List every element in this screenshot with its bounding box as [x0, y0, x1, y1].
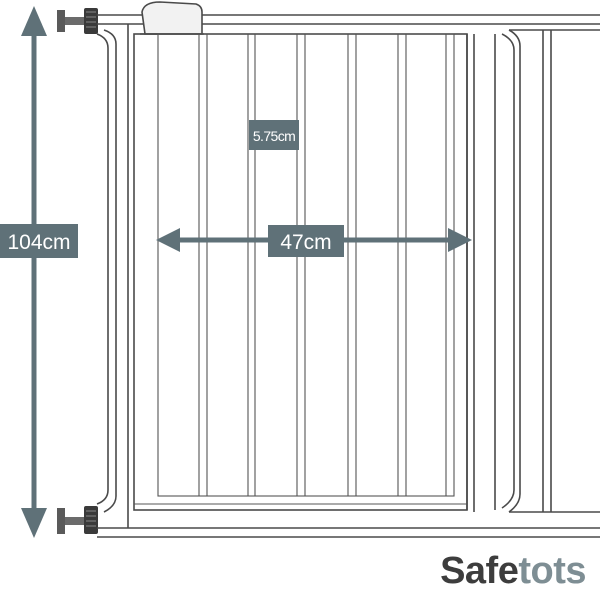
brand-logo-part2: tots [518, 550, 586, 592]
width-label-box [268, 225, 344, 257]
brand-logo-part1: Safe [440, 550, 519, 592]
gate-door [133, 33, 475, 512]
height-label: 104cm [7, 231, 70, 254]
gate-bars [198, 34, 447, 496]
height-dimension-arrow [21, 6, 47, 538]
bottom-pressure-spindle [57, 506, 98, 534]
brand-logo: Safetots [440, 552, 586, 590]
extension-panel [494, 29, 600, 513]
height-label-box [0, 224, 78, 258]
bar-spacing-label: 5.75cm [253, 128, 295, 144]
bar-spacing-label-box [249, 120, 299, 150]
latch-handle [140, 1, 204, 35]
width-label: 47cm [280, 231, 331, 254]
top-pressure-spindle [57, 8, 98, 34]
